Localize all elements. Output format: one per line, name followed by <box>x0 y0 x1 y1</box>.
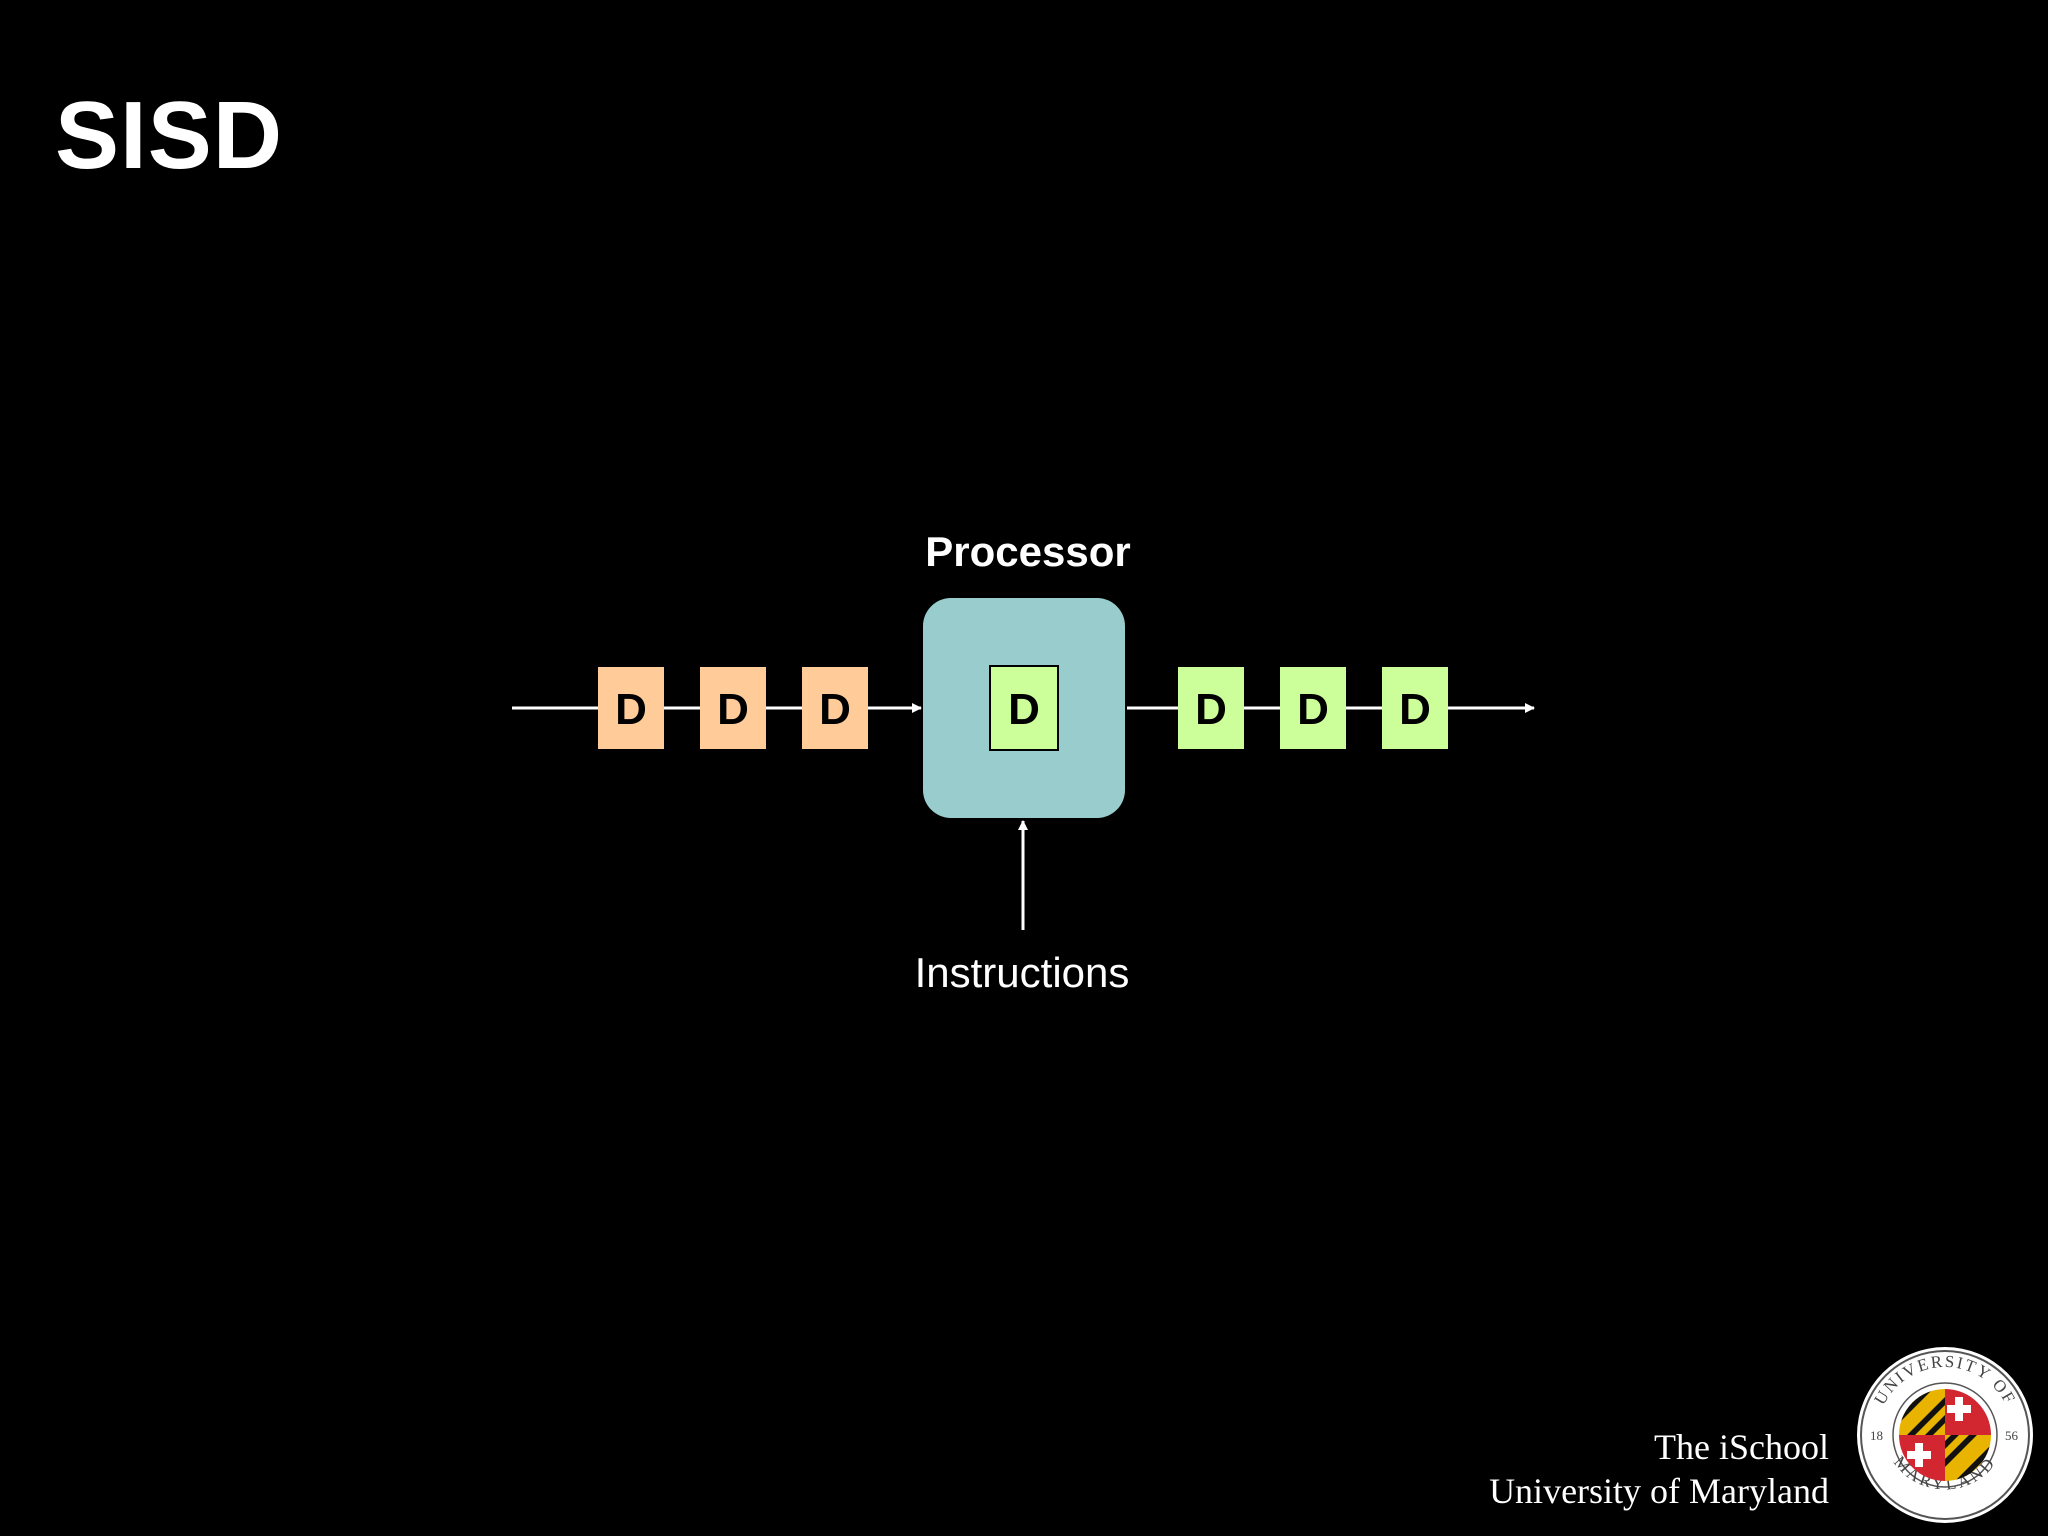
input-data-label: D <box>717 685 749 734</box>
output-data-box <box>1280 667 1346 749</box>
input-data-label: D <box>615 685 647 734</box>
seal-year-right: 56 <box>2005 1428 2019 1443</box>
footer-credit: The iSchool University of Maryland <box>1489 1425 1829 1513</box>
footer-line-university: University of Maryland <box>1489 1471 1829 1511</box>
output-data-box <box>1178 667 1244 749</box>
output-data-label: D <box>1297 685 1329 734</box>
current-data-label: D <box>1008 685 1040 734</box>
output-data-label: D <box>1195 685 1227 734</box>
maryland-flag-icon <box>1899 1389 1991 1481</box>
seal-year-left: 18 <box>1870 1428 1883 1443</box>
current-data-box <box>989 665 1059 751</box>
slide-title: SISD <box>55 82 284 189</box>
input-data-box <box>802 667 868 749</box>
input-data-label: D <box>819 685 851 734</box>
instructions-label: Instructions <box>915 949 1130 996</box>
output-data-box <box>1382 667 1448 749</box>
output-data-label: D <box>1399 685 1431 734</box>
processor-label: Processor <box>925 528 1130 575</box>
university-seal-logo: UNIVERSITY OF MARYLAND 18 56 <box>1857 1347 2033 1523</box>
footer-line-school: The iSchool <box>1654 1427 1829 1467</box>
input-data-box <box>700 667 766 749</box>
input-data-box <box>598 667 664 749</box>
